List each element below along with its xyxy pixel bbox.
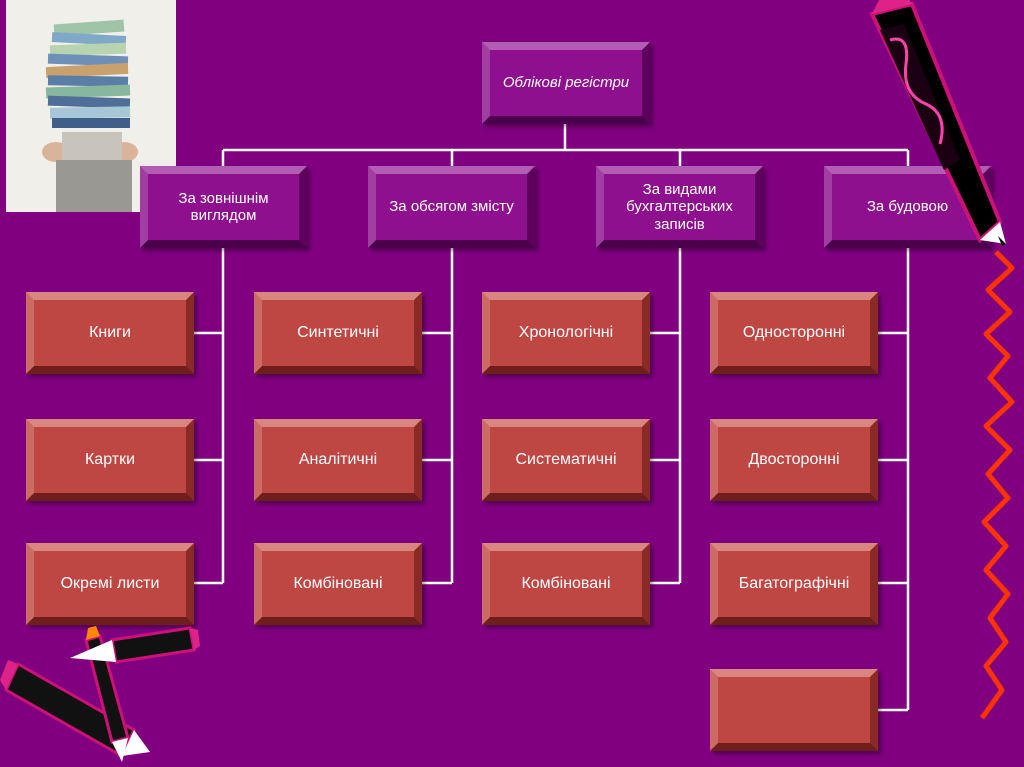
leaf-chronological: Хронологічні [482, 292, 650, 374]
leaf-label: Комбіновані [293, 574, 383, 592]
leaf-systematic: Систематичні [482, 419, 650, 501]
leaf-label: Картки [84, 450, 136, 468]
category-appearance: За зовнішнім виглядом [140, 166, 307, 248]
leaf-label: Систематичні [515, 450, 617, 468]
root-label: Облікові регістри [502, 74, 630, 92]
root-node: Облікові регістри [482, 42, 650, 124]
stack-of-books-photo [6, 0, 176, 212]
leaf-multigraphic: Багатографічні [710, 543, 878, 625]
category-label: За видами бухгалтерських записів [626, 181, 733, 233]
leaf-label: Книги [89, 323, 131, 341]
leaf-synthetic: Синтетичні [254, 292, 422, 374]
leaf-analytic: Аналітичні [254, 419, 422, 501]
leaf-one-sided: Односторонні [710, 292, 878, 374]
books-stack-image [6, 0, 176, 212]
leaf-books: Книги [26, 292, 194, 374]
leaf-label: Багатографічні [738, 574, 850, 592]
leaf-label: Двосторонні [748, 450, 840, 468]
leaf-empty [710, 669, 878, 751]
leaf-combined-1: Комбіновані [254, 543, 422, 625]
category-label: За зовнішнім виглядом [178, 189, 269, 224]
leaf-combined-2: Комбіновані [482, 543, 650, 625]
leaf-label: Синтетичні [297, 323, 379, 341]
category-label: За обсягом змісту [389, 198, 514, 216]
category-structure: За будовою [824, 166, 991, 248]
leaf-cards: Картки [26, 419, 194, 501]
leaf-label: Комбіновані [521, 574, 611, 592]
leaf-label: Окремі листи [60, 574, 160, 592]
category-entry-types: За видами бухгалтерських записів [596, 166, 763, 248]
leaf-separate-sheets: Окремі листи [26, 543, 194, 625]
category-label: За будовою [866, 198, 949, 216]
leaf-label: Односторонні [742, 323, 846, 341]
category-content-volume: За обсягом змісту [368, 166, 535, 248]
leaf-label: Аналітичні [298, 450, 378, 468]
leaf-label: Хронологічні [518, 323, 614, 341]
leaf-two-sided: Двосторонні [710, 419, 878, 501]
